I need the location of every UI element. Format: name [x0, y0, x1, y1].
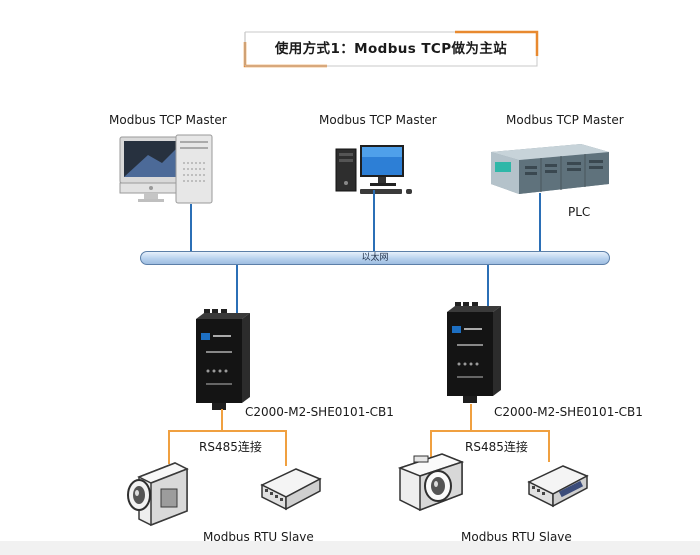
rs485-drop-2 [470, 404, 472, 430]
rs485-branch-2b [548, 430, 550, 462]
bottom-strip [0, 541, 700, 555]
plc-icon [491, 144, 609, 194]
ethernet-label: 以太网 [361, 253, 389, 263]
slave-label-2: Modbus RTU Slave [461, 530, 572, 544]
rs485-bus-1 [168, 430, 286, 432]
rs485-label-1: RS485连接 [199, 440, 262, 454]
converter-label-2: C2000-M2-SHE0101-CB1 [494, 405, 643, 419]
link-converter-2 [487, 264, 489, 314]
rs485-branch-1b [285, 430, 287, 466]
rs485-branch-1a [168, 430, 170, 464]
network-device-1-icon [260, 468, 322, 511]
master-label-2: Modbus TCP Master [319, 113, 437, 127]
network-device-2-icon [527, 465, 589, 508]
link-master-3 [539, 193, 541, 252]
master-label-3: Modbus TCP Master [506, 113, 624, 127]
desktop-pc-icon [335, 145, 412, 194]
rs485-bus-2 [430, 430, 550, 432]
plc-label: PLC [568, 205, 591, 219]
ethernet-bus [140, 251, 610, 265]
title-frame [243, 30, 539, 68]
rs485-drop-1 [221, 409, 223, 430]
rs485-label-2: RS485连接 [465, 440, 528, 454]
master-label-1: Modbus TCP Master [109, 113, 227, 127]
camcorder-icon [127, 462, 189, 527]
link-converter-1 [236, 264, 238, 322]
page-title: 使用方式1：Modbus TCP做为主站 [274, 41, 508, 57]
slave-label-1: Modbus RTU Slave [203, 530, 314, 544]
converter-device-1-icon [196, 309, 250, 410]
rs485-branch-2a [430, 430, 432, 458]
converter-device-2-icon [447, 302, 501, 403]
link-master-2 [373, 190, 375, 252]
camera-icon [398, 453, 464, 512]
link-master-1 [190, 204, 192, 252]
converter-label-1: C2000-M2-SHE0101-CB1 [245, 405, 394, 419]
mac-computer-icon [119, 134, 213, 204]
